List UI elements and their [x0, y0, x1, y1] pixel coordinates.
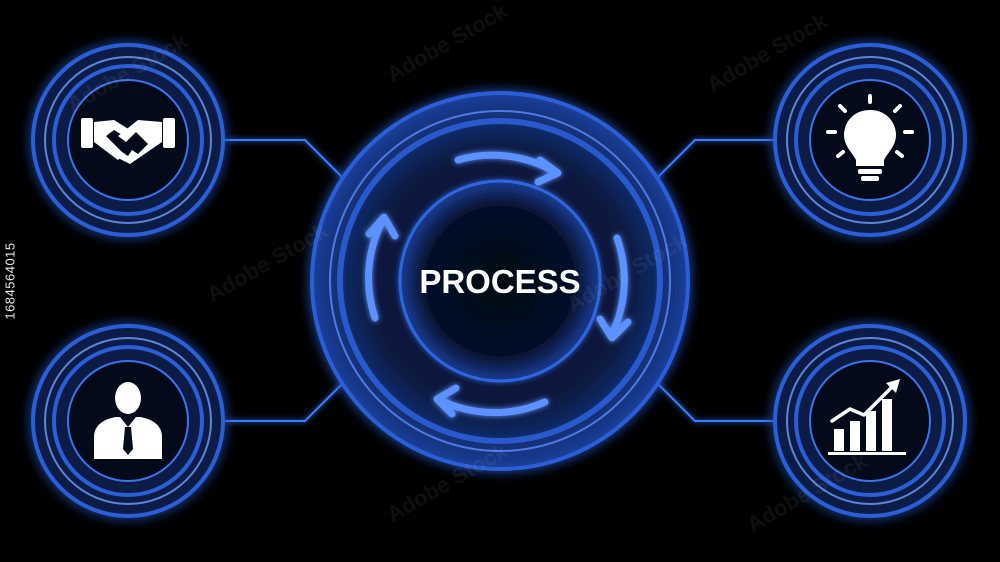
connector-bottom-left [225, 380, 346, 422]
node-partnership [31, 43, 225, 237]
node-growth [773, 324, 967, 518]
center-hub: PROCESS [310, 91, 690, 471]
lightbulb-icon [826, 94, 914, 181]
connector-lines [225, 139, 775, 422]
connector-top-right [654, 139, 775, 181]
connector-bottom-right [654, 380, 775, 422]
stock-id-text: 1684564015 [2, 242, 18, 320]
growth-chart-icon [828, 379, 906, 455]
center-label: PROCESS [419, 263, 580, 300]
node-idea [773, 43, 967, 237]
arrow-bottom [436, 396, 549, 417]
connector-top-left [225, 139, 346, 181]
handshake-icon [81, 118, 175, 164]
arrow-left [365, 216, 387, 322]
cycle-arrows [365, 151, 632, 418]
businessman-icon [94, 382, 162, 459]
node-person [31, 324, 225, 518]
arrow-right [608, 234, 628, 338]
